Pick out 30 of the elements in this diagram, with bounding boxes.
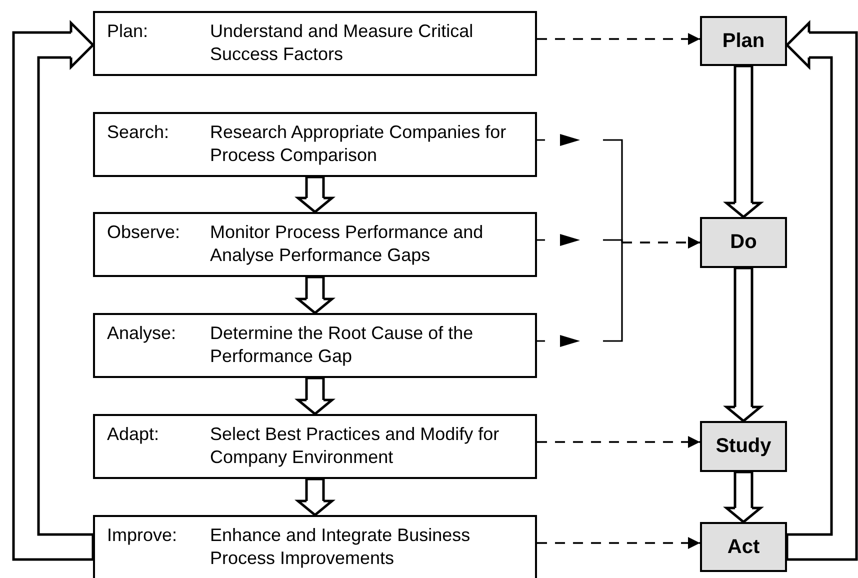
step-label: Analyse: (107, 322, 176, 345)
phase-box (700, 217, 787, 268)
dashed-arrow (537, 537, 700, 549)
dashed-arrow (537, 436, 700, 448)
dashed-arrow (537, 236, 700, 347)
phase-box (700, 421, 787, 472)
step-description: Monitor Process Performance and Analyse Performance Gaps (210, 221, 484, 267)
process-box (93, 212, 537, 277)
step-description: Research Appropriate Companies for Process Comparison (210, 121, 508, 167)
step-label: Adapt: (107, 423, 160, 446)
process-box (93, 11, 537, 76)
phase-box (700, 522, 787, 572)
process-box (93, 313, 537, 378)
step-label: Search: (107, 121, 170, 144)
phase-label: Do (730, 231, 757, 254)
step-description: Determine the Root Cause of the Performance Gap (210, 322, 474, 368)
process-box (93, 112, 537, 177)
phase-label: Act (727, 536, 760, 558)
phase-box (700, 16, 787, 66)
step-description: Select Best Practices and Modify for Company Environment (210, 423, 500, 469)
phase-label: Study (716, 435, 772, 458)
dashed-arrow (537, 33, 700, 45)
process-box (93, 515, 537, 578)
phase-label: Plan (722, 30, 765, 52)
step-description: Understand and Measure Critical Success Factors (210, 20, 474, 66)
step-label: Improve: (107, 524, 178, 547)
step-label: Observe: (107, 221, 180, 244)
step-description: Enhance and Integrate Business Process Improvements (210, 524, 472, 570)
process-box (93, 414, 537, 479)
step-label: Plan: (107, 20, 148, 43)
